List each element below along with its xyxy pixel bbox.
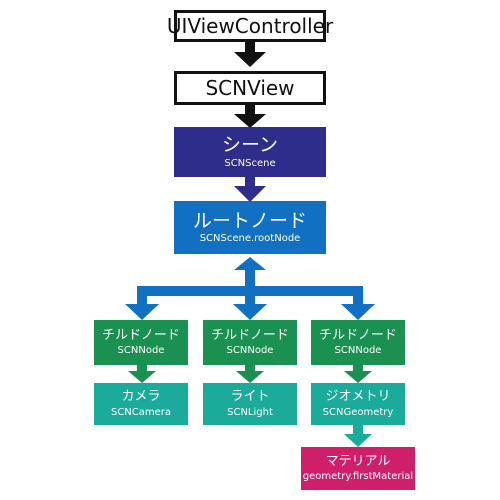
root-node-class-label: SCNScene.rootNode <box>199 233 301 245</box>
child-node-class-label: SCNNode <box>226 345 274 357</box>
geometry-class-label: SCNGeometry <box>322 406 394 418</box>
material-property-label: geometry.firstMaterial <box>302 471 414 483</box>
uiviewcontroller-label: UIViewController <box>166 14 334 38</box>
geometry-box: ジオメトリ SCNGeometry <box>311 383 405 425</box>
child-node-label: チルドノード <box>211 327 289 343</box>
child-node-label: チルドノード <box>319 327 397 343</box>
child-node-class-label: SCNNode <box>117 345 165 357</box>
light-box: ライト SCNLight <box>203 383 297 425</box>
root-node-label: ルートノード <box>192 209 307 232</box>
arrow-scene-to-root <box>234 176 266 202</box>
arrow-root-to-children <box>125 257 375 320</box>
child-node-box: チルドノード SCNNode <box>311 320 405 365</box>
camera-label: カメラ <box>121 389 161 405</box>
uiviewcontroller-box: UIViewController <box>167 10 333 42</box>
child-node-label: チルドノード <box>102 327 180 343</box>
child-node-box: チルドノード SCNNode <box>203 320 297 365</box>
child-node-class-label: SCNNode <box>334 345 382 357</box>
scene-box: シーン SCNScene <box>174 127 326 177</box>
camera-class-label: SCNCamera <box>110 406 172 418</box>
light-label: ライト <box>230 389 270 405</box>
arrow-geometry-to-material <box>344 425 372 447</box>
scnview-label: SCNView <box>205 76 295 100</box>
arrow-view-to-scene <box>234 104 266 128</box>
arrow-vc-to-view <box>234 41 266 67</box>
geometry-label: ジオメトリ <box>325 389 391 405</box>
arrow-children-to-leaves <box>128 365 372 383</box>
child-node-box: チルドノード SCNNode <box>94 320 188 365</box>
scnview-box: SCNView <box>174 71 326 105</box>
scene-label: シーン <box>221 134 279 157</box>
material-label: マテリアル <box>325 453 391 469</box>
material-box: マテリアル geometry.firstMaterial <box>301 447 415 490</box>
camera-box: カメラ SCNCamera <box>94 383 188 425</box>
root-node-box: ルートノード SCNScene.rootNode <box>174 201 326 254</box>
scene-class-label: SCNScene <box>224 157 276 169</box>
light-class-label: SCNLight <box>227 406 273 418</box>
